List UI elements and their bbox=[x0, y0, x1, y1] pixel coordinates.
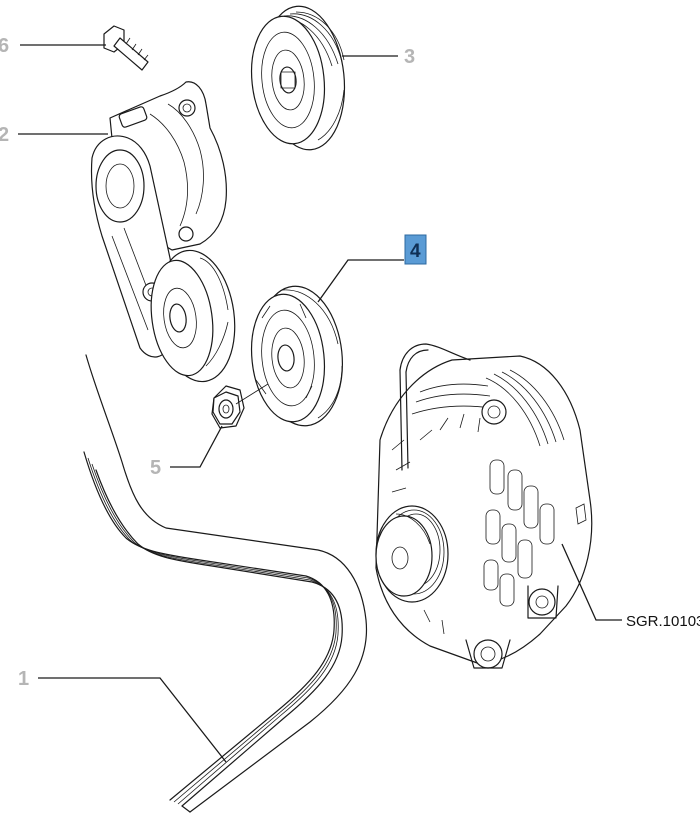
callout-label-5: 5 bbox=[150, 457, 161, 479]
hex-nut-icon[interactable] bbox=[211, 383, 269, 429]
reference-code: SGR.10103 bbox=[626, 613, 700, 630]
belt-tensioner-icon[interactable] bbox=[90, 81, 242, 387]
poly-v-belt-icon[interactable] bbox=[83, 354, 368, 813]
leader-line-5 bbox=[170, 425, 223, 468]
callout-highlight-4 bbox=[404, 234, 427, 265]
callout-label-4: 4 bbox=[410, 241, 421, 262]
leader-line-1 bbox=[38, 677, 227, 763]
leader-line-ref bbox=[561, 543, 622, 621]
alternator-icon bbox=[375, 343, 593, 669]
callout-labels: 6 2 3 4 5 1 SGR.10103 bbox=[0, 35, 700, 690]
callout-label-1: 1 bbox=[18, 668, 29, 690]
callout-label-3: 3 bbox=[404, 46, 415, 68]
bolt-icon[interactable] bbox=[103, 25, 149, 71]
callout-label-6: 6 bbox=[0, 35, 9, 57]
leader-line-4 bbox=[317, 259, 404, 303]
leader-lines bbox=[18, 44, 622, 763]
idler-pulley-icon[interactable] bbox=[246, 282, 350, 430]
idler-pulley-icon[interactable] bbox=[246, 2, 352, 154]
callout-label-2: 2 bbox=[0, 124, 9, 146]
